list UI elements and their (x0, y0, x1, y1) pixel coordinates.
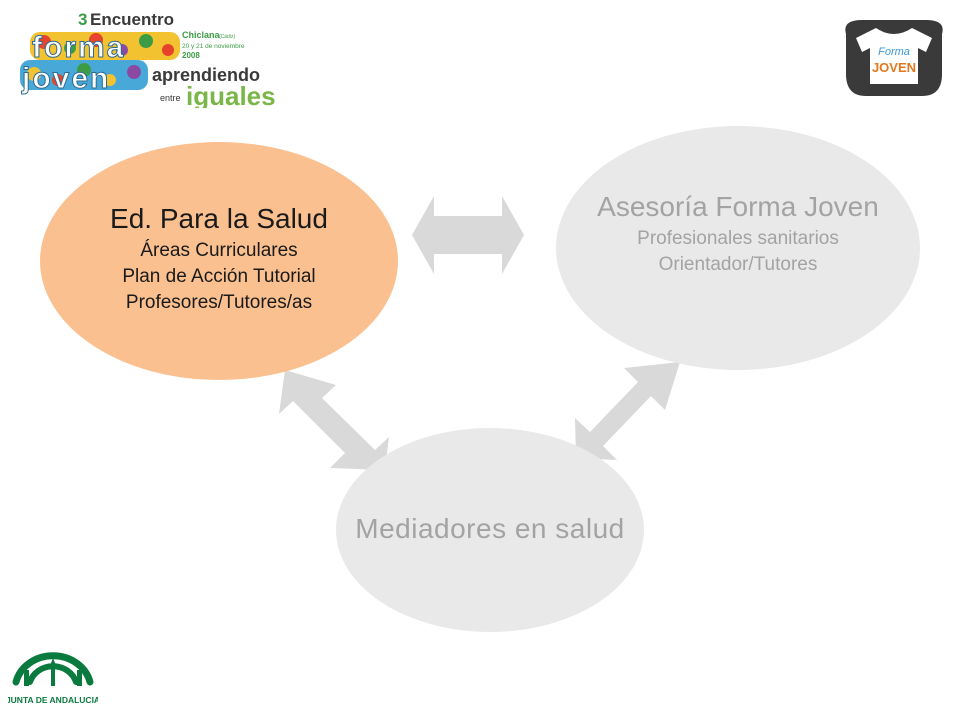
encuentro-logo: 3 Encuentro forma joven Chiclana (Cádiz)… (18, 8, 288, 108)
encuentro-place: Chiclana (182, 30, 221, 40)
encuentro-logo-graphic: 3 Encuentro forma joven Chiclana (Cádiz)… (20, 10, 276, 108)
mosaic-pattern (20, 32, 180, 90)
formajoven-line1: Forma (878, 46, 910, 58)
encuentro-joven: joven (21, 62, 110, 95)
encuentro-number: 3 (78, 10, 87, 29)
junta-logo-graphic: JUNTA DE ANDALUCIA (6, 652, 100, 705)
node-line: Profesionales sanitarios (637, 228, 839, 249)
encuentro-forma: forma (32, 31, 125, 64)
arrow-salud-mediadores (279, 370, 389, 470)
node-line: Orientador/Tutores (658, 254, 818, 275)
formajoven-line2: JOVEN (872, 60, 916, 75)
node-title: Ed. Para la Salud (110, 203, 328, 234)
junta-text: JUNTA DE ANDALUCIA (8, 695, 98, 705)
encuentro-year: 2008 (182, 51, 200, 60)
arrow-salud-asesoria (412, 196, 524, 274)
encuentro-tagline-1: aprendiendo (152, 65, 260, 85)
encuentro-place-note: (Cádiz) (219, 34, 235, 40)
tshirt-icon (856, 28, 932, 84)
node-mediadores-en-salud[interactable]: Mediadores en salud (336, 428, 644, 632)
node-line: Áreas Curriculares (140, 240, 298, 261)
encuentro-word: Encuentro (90, 10, 174, 29)
junta-columns-icon (24, 658, 82, 686)
node-line: Plan de Acción Tutorial (122, 266, 316, 287)
encuentro-dates: 20 y 21 de noviembre (182, 43, 245, 50)
encuentro-tagline-2: iguales (186, 81, 276, 108)
formajoven-logo: Forma JOVEN (838, 12, 950, 100)
junta-logo: JUNTA DE ANDALUCIA (6, 634, 100, 712)
node-ed-para-la-salud[interactable]: Ed. Para la Salud Áreas Curriculares Pla… (40, 142, 398, 380)
node-title: Mediadores en salud (355, 513, 625, 544)
arrow-asesoria-mediadores (575, 362, 680, 460)
formajoven-logo-graphic: Forma JOVEN (845, 20, 943, 96)
node-title: Asesoría Forma Joven (597, 191, 879, 222)
node-line: Profesores/Tutores/as (125, 292, 313, 313)
encuentro-tagline-entre: entre (160, 93, 181, 103)
node-asesoria-forma-joven[interactable]: Asesoría Forma Joven Profesionales sanit… (556, 126, 920, 370)
